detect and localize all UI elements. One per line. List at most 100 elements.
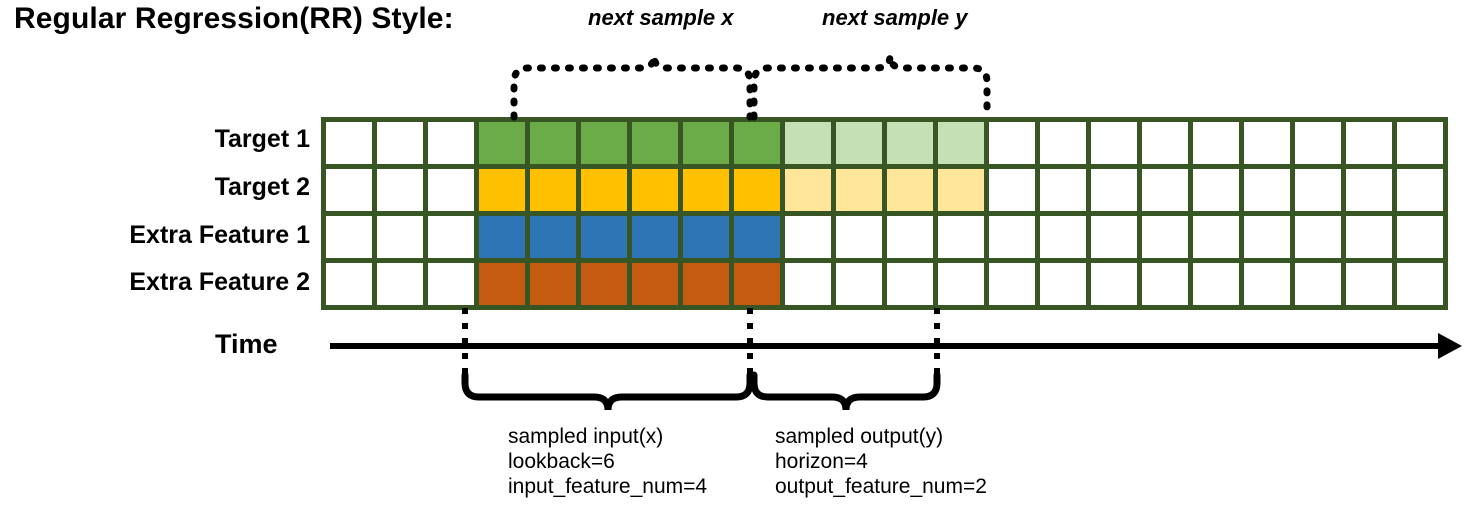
grid-cell-r3-c12: [887, 216, 933, 258]
grid-cell-r4-c5: [530, 263, 576, 305]
grid-cell-r1-c12: [887, 122, 933, 164]
grid-cell-r4-c8: [683, 263, 729, 305]
grid-cell-r3-c7: [632, 216, 678, 258]
grid-cell-r2-c20: [1295, 169, 1341, 211]
row-label-extra-feature-2: Extra Feature 2: [129, 268, 310, 296]
grid-cell-r2-c10: [785, 169, 831, 211]
grid-cell-r3-c11: [836, 216, 882, 258]
sampled-output-line-2: horizon=4: [775, 450, 868, 473]
grid-cell-r4-c13: [938, 263, 984, 305]
top-brace-x-path: [510, 55, 754, 121]
grid-cell-r4-c18: [1193, 263, 1239, 305]
row-label-column: Target 1 Target 2 Extra Feature 1 Extra …: [20, 0, 310, 516]
grid-cell-r2-c8: [683, 169, 729, 211]
top-brace-caption-next-sample-y: next sample y: [822, 5, 968, 30]
grid-cell-r3-c10: [785, 216, 831, 258]
grid-cell-r4-c21: [1346, 263, 1392, 305]
bottom-caption-sampled-input: sampled input(x) lookback=6 input_featur…: [508, 424, 707, 499]
grid-cell-r2-c17: [1142, 169, 1188, 211]
grid-cell-r1-c7: [632, 122, 678, 164]
top-brace-caption-next-sample-x: next sample x: [588, 5, 734, 30]
grid-cell-r1-c22: [1397, 122, 1443, 164]
page-title: Regular Regression(RR) Style:: [14, 2, 454, 35]
grid-cell-r1-c9: [734, 122, 780, 164]
grid-cell-r3-c22: [1397, 216, 1443, 258]
bottom-brace-output-path: [750, 371, 941, 411]
grid-cell-r1-c1: [326, 122, 372, 164]
sampled-input-line-1: sampled input(x): [508, 425, 664, 448]
sampled-output-line-1: sampled output(y): [775, 425, 944, 448]
grid-cell-r3-c19: [1244, 216, 1290, 258]
time-axis-arrow-icon: [1438, 333, 1462, 359]
grid-cell-r4-c22: [1397, 263, 1443, 305]
grid-cell-r2-c13: [938, 169, 984, 211]
grid-cell-r1-c3: [428, 122, 474, 164]
grid-cell-r4-c15: [1040, 263, 1086, 305]
row-label-target-2: Target 2: [214, 173, 310, 201]
grid-cell-r1-c18: [1193, 122, 1239, 164]
grid-cell-r2-c3: [428, 169, 474, 211]
grid-cell-r1-c16: [1091, 122, 1137, 164]
grid-cell-r2-c7: [632, 169, 678, 211]
grid-cell-r1-c11: [836, 122, 882, 164]
grid-cell-r1-c8: [683, 122, 729, 164]
grid-cell-r4-c20: [1295, 263, 1341, 305]
grid-cell-r2-c12: [887, 169, 933, 211]
grid-cell-r1-c13: [938, 122, 984, 164]
sampled-input-line-2: lookback=6: [508, 450, 615, 473]
grid-cell-r2-c14: [989, 169, 1035, 211]
grid-cell-r1-c21: [1346, 122, 1392, 164]
grid-cell-r4-c10: [785, 263, 831, 305]
grid-cell-r4-c16: [1091, 263, 1137, 305]
grid-cell-r2-c4: [479, 169, 525, 211]
bottom-brace-input-path: [461, 371, 754, 411]
grid-cell-r4-c19: [1244, 263, 1290, 305]
grid-cell-r4-c11: [836, 263, 882, 305]
grid-cell-r4-c12: [887, 263, 933, 305]
grid-cell-r2-c19: [1244, 169, 1290, 211]
grid-cell-r3-c3: [428, 216, 474, 258]
grid-cell-r1-c5: [530, 122, 576, 164]
grid-cell-r2-c11: [836, 169, 882, 211]
time-axis-line: [330, 343, 1442, 349]
grid-cell-r4-c3: [428, 263, 474, 305]
grid-cell-r1-c14: [989, 122, 1035, 164]
sampled-input-line-3: input_feature_num=4: [508, 475, 708, 498]
grid-cell-r2-c1: [326, 169, 372, 211]
grid-cell-r1-c6: [581, 122, 627, 164]
grid-cell-r1-c15: [1040, 122, 1086, 164]
grid-cell-r2-c2: [377, 169, 423, 211]
grid-cell-r1-c10: [785, 122, 831, 164]
grid-cell-r2-c6: [581, 169, 627, 211]
grid-cell-r4-c4: [479, 263, 525, 305]
grid-cell-r4-c14: [989, 263, 1035, 305]
grid-cell-r3-c2: [377, 216, 423, 258]
grid-cell-r2-c9: [734, 169, 780, 211]
row-label-target-1: Target 1: [214, 125, 310, 153]
grid-cell-r4-c6: [581, 263, 627, 305]
grid-cell-r1-c4: [479, 122, 525, 164]
grid-cell-r2-c16: [1091, 169, 1137, 211]
time-axis-label: Time: [215, 329, 278, 359]
grid-cell-r3-c4: [479, 216, 525, 258]
grid-cell-r2-c22: [1397, 169, 1443, 211]
grid-cell-r3-c21: [1346, 216, 1392, 258]
grid-cell-r3-c18: [1193, 216, 1239, 258]
grid-cell-r3-c20: [1295, 216, 1341, 258]
grid-cell-r2-c18: [1193, 169, 1239, 211]
grid-cell-r4-c2: [377, 263, 423, 305]
grid-cell-r4-c17: [1142, 263, 1188, 305]
row-label-extra-feature-1: Extra Feature 1: [129, 221, 310, 249]
sampled-output-line-3: output_feature_num=2: [775, 475, 987, 498]
grid-cell-r1-c2: [377, 122, 423, 164]
grid-cell-r3-c8: [683, 216, 729, 258]
bottom-caption-sampled-output: sampled output(y) horizon=4 output_featu…: [775, 424, 987, 499]
grid-cell-r1-c20: [1295, 122, 1341, 164]
grid-cell-r3-c5: [530, 216, 576, 258]
grid-cell-r3-c17: [1142, 216, 1188, 258]
grid-cell-r3-c14: [989, 216, 1035, 258]
grid-cell-r4-c9: [734, 263, 780, 305]
grid-cell-r1-c19: [1244, 122, 1290, 164]
grid-cell-r3-c6: [581, 216, 627, 258]
